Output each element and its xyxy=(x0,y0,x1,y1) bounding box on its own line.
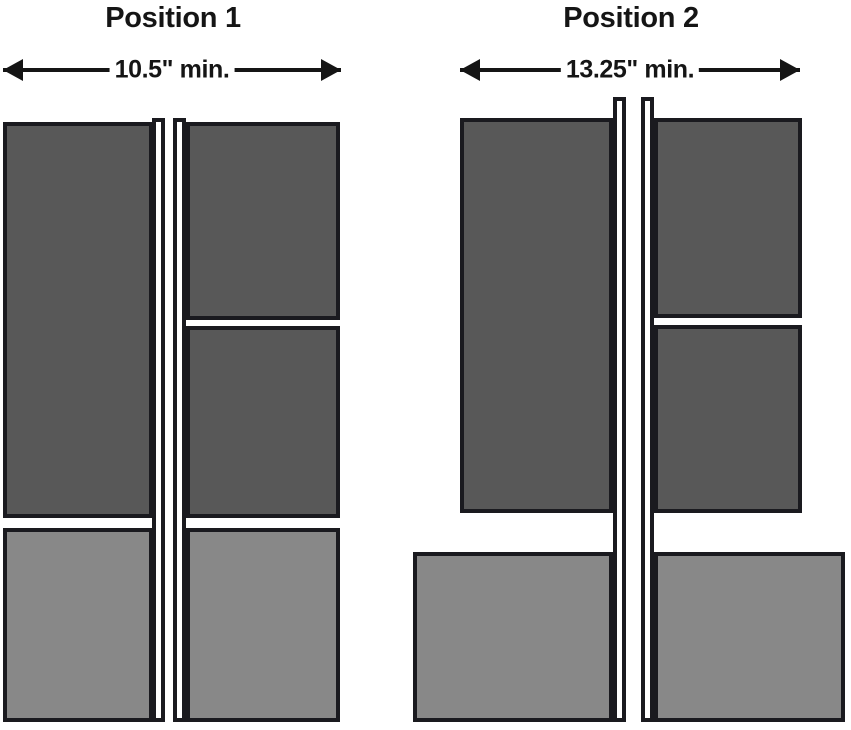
position-2-title: Position 2 xyxy=(563,2,699,34)
p1-rail-inner-right xyxy=(173,118,186,722)
arrow-right-icon xyxy=(780,59,800,81)
p2-left-upper-dark-panel xyxy=(460,118,613,513)
arrow-right-icon xyxy=(321,59,341,81)
p1-rail-inner-left xyxy=(152,118,165,722)
position-1-dimension: 10.5" min. xyxy=(3,50,341,90)
p2-rail-inner-left xyxy=(613,97,626,722)
position-1-title: Position 1 xyxy=(105,2,241,34)
position-2-dimension-label: 13.25" min. xyxy=(560,55,700,85)
p1-left-lower-light-panel xyxy=(3,528,153,722)
p1-right-mid-dark-panel xyxy=(186,326,340,518)
p2-right-upper-dark-panel xyxy=(654,118,802,318)
p2-rail-inner-right xyxy=(641,97,654,722)
arrow-left-icon xyxy=(460,59,480,81)
arrow-left-icon xyxy=(3,59,23,81)
p2-left-lower-light-panel xyxy=(413,552,613,722)
p2-right-lower-light-panel xyxy=(654,552,845,722)
p1-right-upper-dark-panel xyxy=(186,122,340,320)
p1-right-lower-light-panel xyxy=(186,528,340,722)
p1-left-upper-dark-panel xyxy=(3,122,153,518)
position-2-dimension: 13.25" min. xyxy=(460,50,800,90)
p2-right-mid-dark-panel xyxy=(654,325,802,513)
position-1-dimension-label: 10.5" min. xyxy=(109,55,235,85)
